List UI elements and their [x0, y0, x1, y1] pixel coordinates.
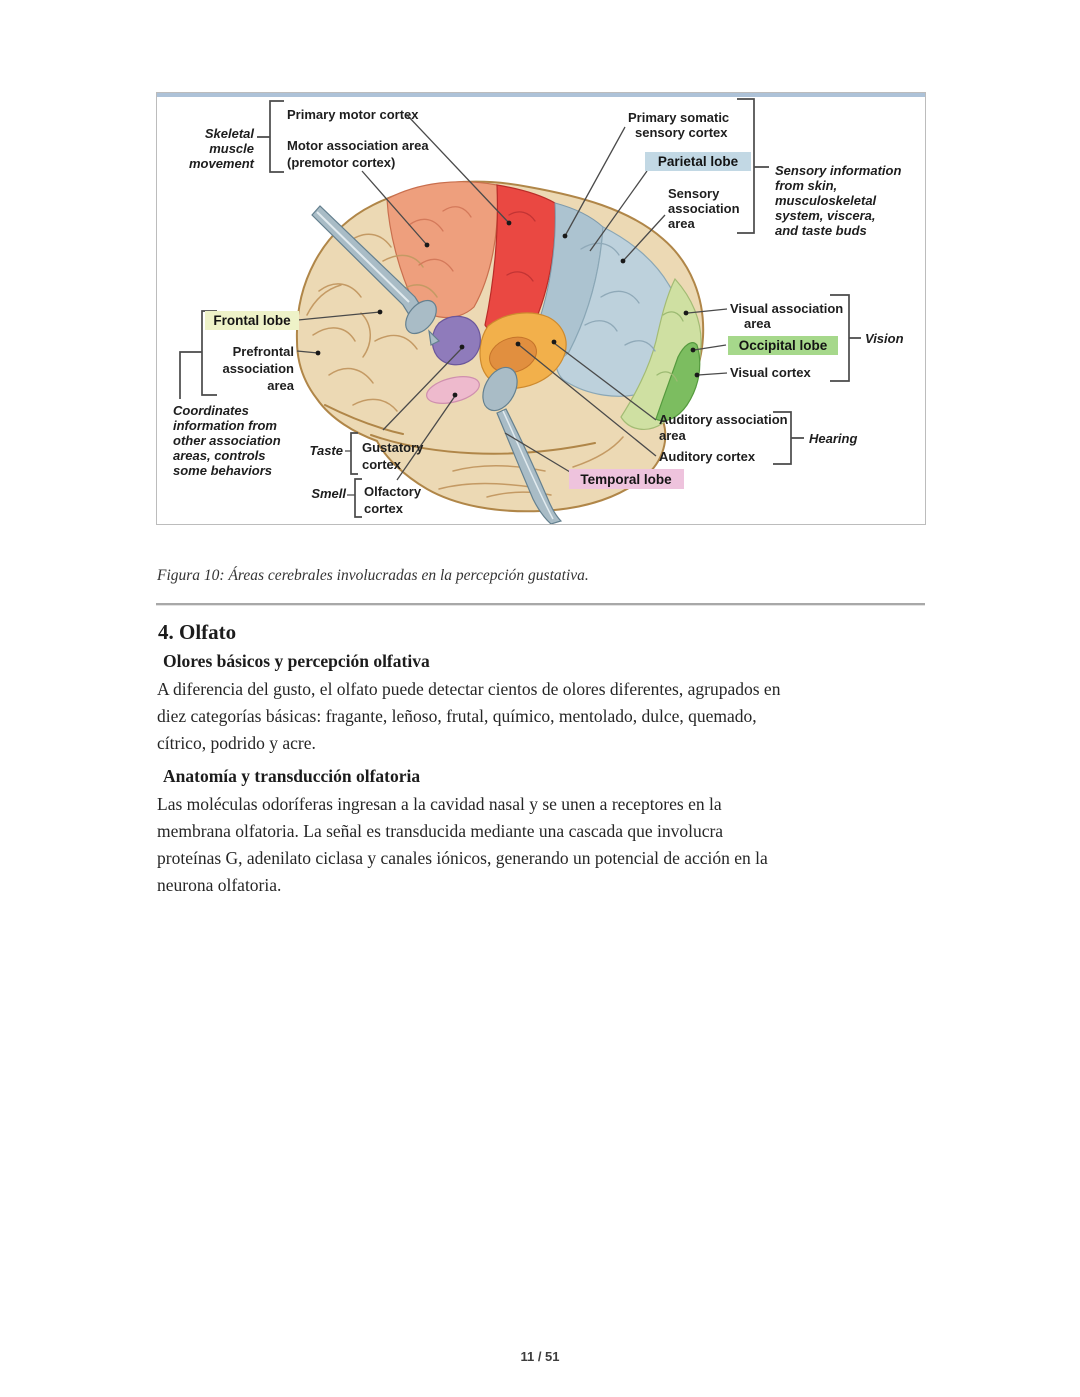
- svg-text:area: area: [668, 216, 696, 231]
- paragraph-line: A diferencia del gusto, el olfato puede …: [157, 679, 781, 699]
- paragraph-line: neurona olfatoria.: [157, 875, 282, 895]
- paragraph-anatomia: Las moléculas odoríferas ingresan a la c…: [157, 791, 947, 899]
- svg-text:cortex: cortex: [364, 501, 404, 516]
- svg-text:information from: information from: [173, 418, 277, 433]
- svg-text:Primary motor cortex: Primary motor cortex: [287, 107, 419, 122]
- paragraph-olores: A diferencia del gusto, el olfato puede …: [157, 676, 947, 757]
- frontal-lobe-highlight: [205, 311, 299, 330]
- svg-text:Olfactory: Olfactory: [364, 484, 422, 499]
- svg-text:area: area: [744, 316, 772, 331]
- parietal-lobe-label: Parietal lobe: [658, 154, 739, 169]
- temporal-lobe-label: Temporal lobe: [580, 472, 672, 487]
- subsection-title-olores: Olores básicos y percepción olfativa: [163, 651, 430, 671]
- occipital-lobe-label: Occipital lobe: [739, 338, 828, 353]
- figure-top-bar: [157, 93, 925, 97]
- svg-text:Primary somatic: Primary somatic: [628, 110, 729, 125]
- svg-text:Vision: Vision: [865, 331, 904, 346]
- svg-text:association: association: [668, 201, 740, 216]
- svg-text:some behaviors: some behaviors: [173, 463, 272, 478]
- gustatory-cortex-region: [431, 315, 481, 366]
- svg-text:areas, controls: areas, controls: [173, 448, 266, 463]
- svg-text:sensory cortex: sensory cortex: [635, 125, 728, 140]
- figure-caption: Figura 10: Áreas cerebrales involucradas…: [157, 567, 589, 584]
- svg-text:(premotor cortex): (premotor cortex): [287, 155, 395, 170]
- parietal-lobe-highlight: [645, 152, 751, 171]
- svg-text:area: area: [267, 378, 295, 393]
- svg-text:and taste buds: and taste buds: [775, 223, 867, 238]
- frontal-lobe-label: Frontal lobe: [213, 313, 291, 328]
- lateral-sulcus: [324, 404, 596, 455]
- svg-text:from skin,: from skin,: [775, 178, 837, 193]
- paragraph-line: membrana olfatoria. La señal es transduc…: [157, 821, 724, 841]
- gyri-lines: [306, 206, 684, 498]
- svg-text:muscle: muscle: [209, 141, 254, 156]
- paragraph-line: Las moléculas odoríferas ingresan a la c…: [157, 794, 722, 814]
- temporal-lobe-highlight: [569, 469, 684, 489]
- svg-text:Taste: Taste: [310, 443, 343, 458]
- group-brackets: [179, 98, 861, 518]
- svg-text:area: area: [659, 428, 687, 443]
- svg-text:Sensory: Sensory: [668, 186, 720, 201]
- svg-text:association: association: [222, 361, 294, 376]
- subsection-title-anatomia: Anatomía y transducción olfatoria: [163, 766, 421, 786]
- paragraph-line: cítrico, podrido y acre.: [157, 733, 316, 753]
- leader-dots: [315, 220, 700, 398]
- svg-text:Motor association area: Motor association area: [287, 138, 429, 153]
- svg-text:Smell: Smell: [311, 486, 346, 501]
- svg-text:cortex: cortex: [362, 457, 402, 472]
- svg-text:movement: movement: [189, 156, 255, 171]
- paragraph-line: diez categorías básicas: fragante, leños…: [157, 706, 757, 726]
- svg-text:Sensory information: Sensory information: [775, 163, 901, 178]
- svg-text:system, viscera,: system, viscera,: [775, 208, 875, 223]
- svg-text:other association: other association: [173, 433, 281, 448]
- svg-text:Prefrontal: Prefrontal: [233, 344, 294, 359]
- brain-figure-frame: Frontal lobe Parietal lobe Occipital lob…: [156, 92, 926, 525]
- svg-text:Auditory cortex: Auditory cortex: [659, 449, 756, 464]
- svg-text:musculoskeletal: musculoskeletal: [775, 193, 877, 208]
- paragraph-line: proteínas G, adenilato ciclasa y canales…: [157, 848, 768, 868]
- leader-lines: [296, 114, 728, 496]
- svg-text:Visual cortex: Visual cortex: [730, 365, 811, 380]
- visual-cortex-region: [655, 342, 701, 422]
- svg-text:Visual association: Visual association: [730, 301, 843, 316]
- svg-text:Auditory association: Auditory association: [659, 412, 788, 427]
- page-indicator: 11 / 51: [520, 1349, 560, 1364]
- svg-text:Hearing: Hearing: [809, 431, 857, 446]
- figure-labels: Skeletal muscle movement Primary motor c…: [173, 107, 904, 516]
- auditory-cortex-region: [489, 336, 537, 374]
- svg-text:Skeletal: Skeletal: [205, 126, 255, 141]
- section-divider: [156, 603, 925, 606]
- section-heading: 4. Olfato: [158, 620, 237, 644]
- olfactory-cortex-region: [426, 376, 480, 404]
- occipital-lobe-highlight: [728, 336, 838, 355]
- svg-text:Coordinates: Coordinates: [173, 403, 249, 418]
- brain-figure: Frontal lobe Parietal lobe Occipital lob…: [157, 93, 925, 524]
- fork-utensil: [311, 205, 441, 346]
- svg-text:Gustatory: Gustatory: [362, 440, 424, 455]
